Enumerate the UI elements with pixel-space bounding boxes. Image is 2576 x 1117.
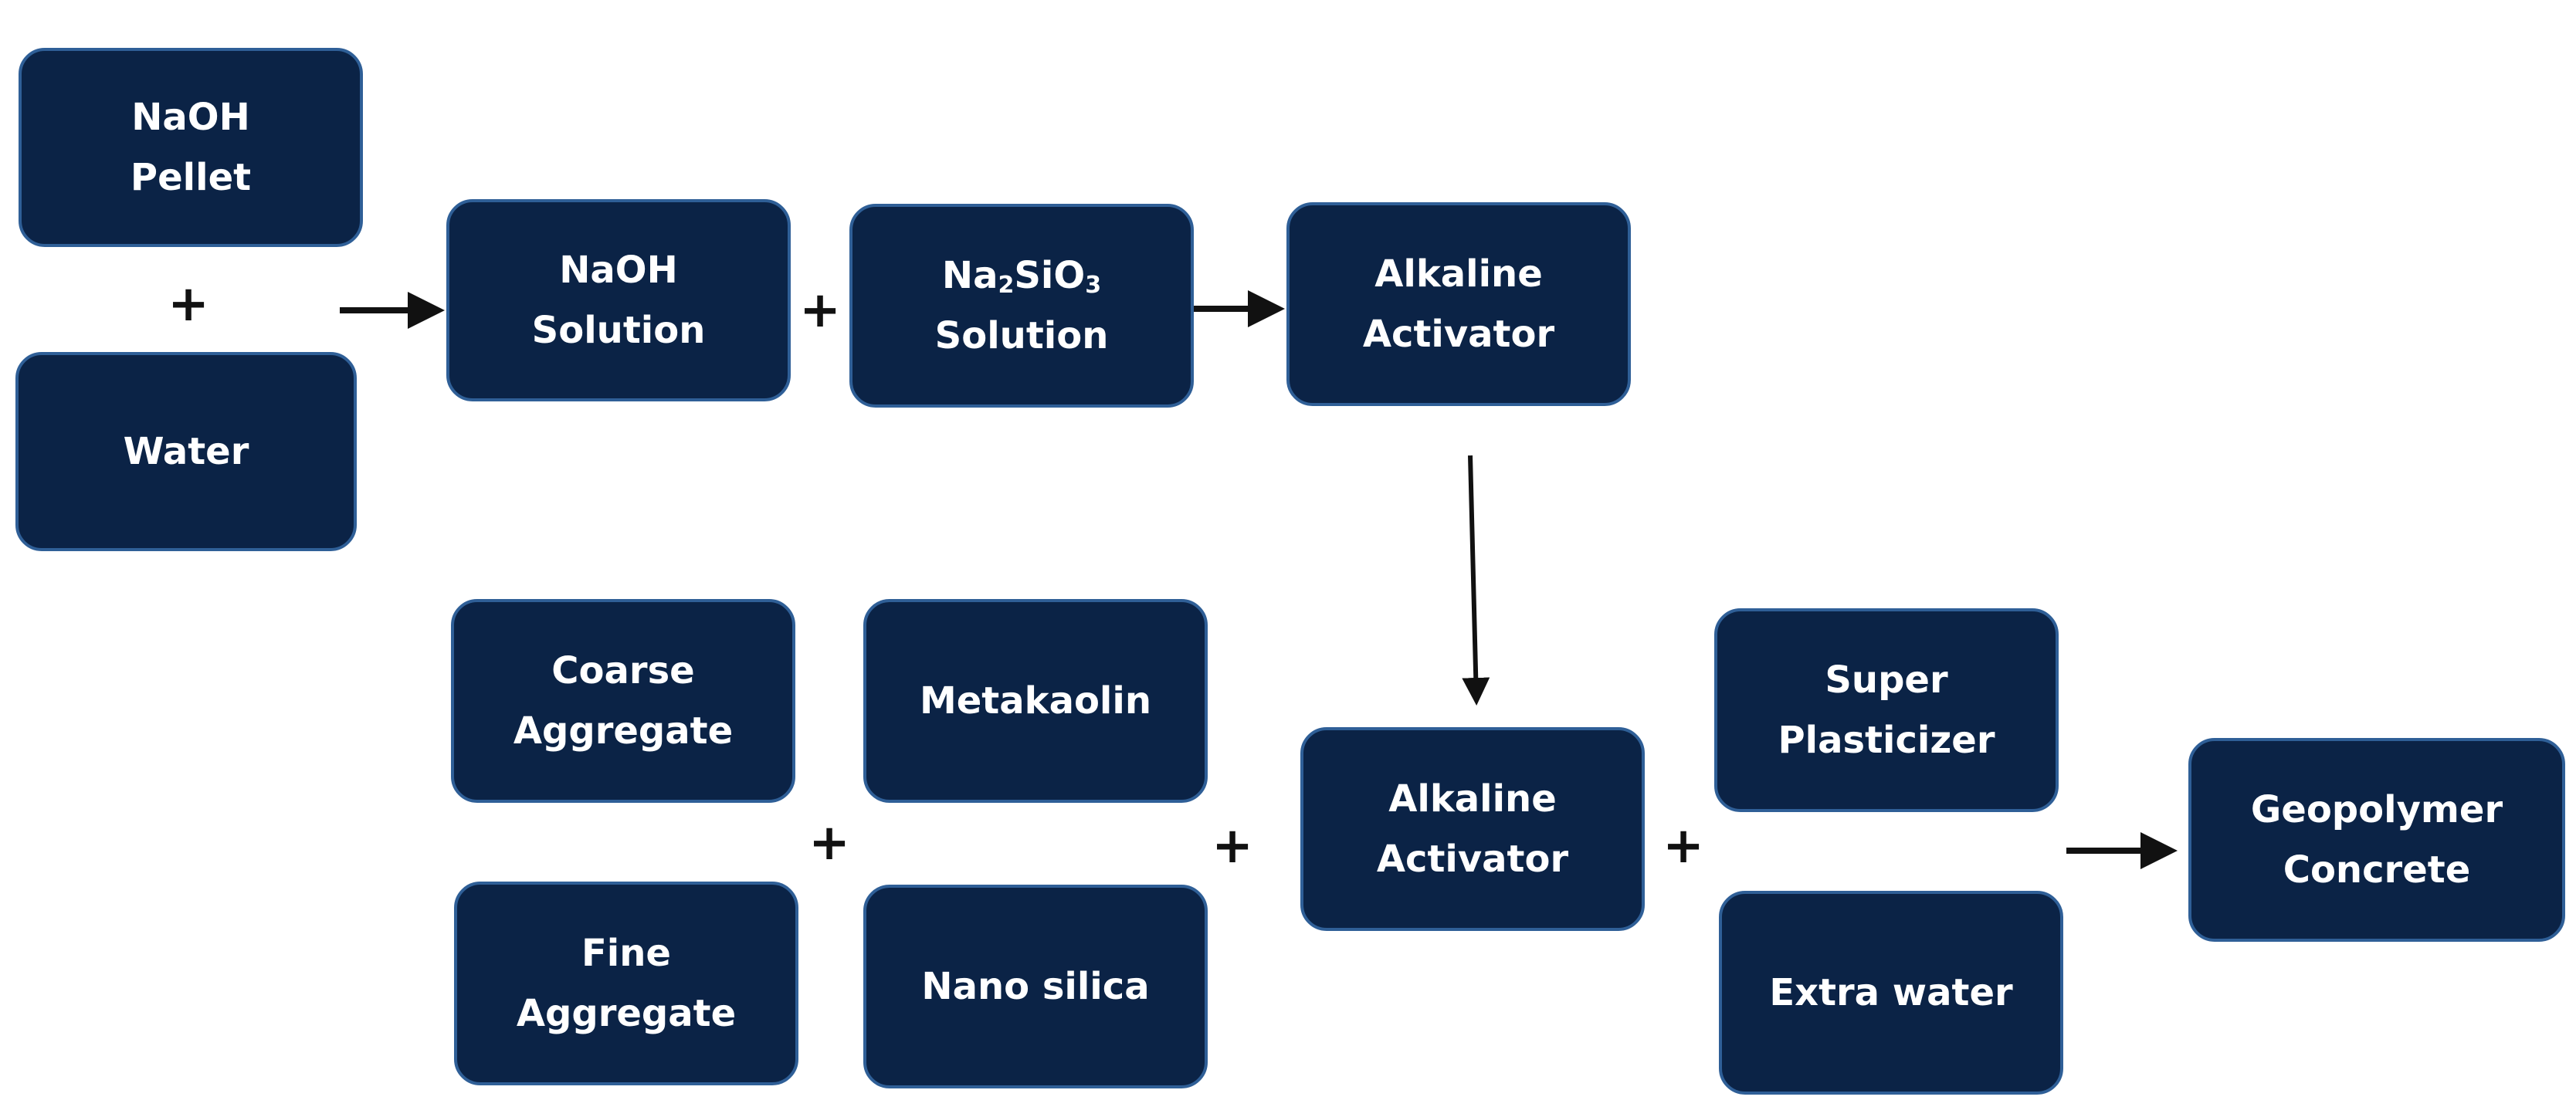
extra-water-label: Extra water xyxy=(1769,971,2013,1014)
naoh-solution-line2: Solution xyxy=(531,309,706,352)
plus-sign: + xyxy=(799,282,841,339)
nano-silica-box: Nano silica xyxy=(863,885,1208,1088)
extra-water-box: Extra water xyxy=(1719,891,2063,1095)
coarse-aggregate-line1: Coarse xyxy=(551,649,695,692)
fine-aggregate-line1: Fine xyxy=(581,932,671,975)
na2sio3-formula: Na2SiO3 xyxy=(942,245,1101,306)
coarse-aggregate-box: Coarse Aggregate xyxy=(451,599,795,803)
na2sio3-prefix: Na xyxy=(941,254,998,297)
na2sio3-sub1: 2 xyxy=(998,272,1015,299)
water-box: Water xyxy=(15,352,357,551)
plus-sign: + xyxy=(1663,817,1704,875)
alkaline-activator-bottom-line2: Activator xyxy=(1376,838,1569,881)
alkaline-activator-bottom-line1: Alkaline xyxy=(1388,777,1557,821)
naoh-pellet-box: NaOH Pellet xyxy=(19,48,363,247)
coarse-aggregate-line2: Aggregate xyxy=(513,709,734,753)
alkaline-activator-top-line2: Activator xyxy=(1362,313,1555,356)
plus-sign: + xyxy=(168,276,209,333)
alkaline-activator-top-line1: Alkaline xyxy=(1374,252,1543,296)
alkaline-activator-top-box: Alkaline Activator xyxy=(1286,202,1631,406)
geopolymer-concrete-line1: Geopolymer xyxy=(2250,788,2503,831)
naoh-pellet-line2: Pellet xyxy=(130,156,252,199)
alkaline-activator-bottom-box: Alkaline Activator xyxy=(1300,727,1645,931)
na2sio3-solution-box: Na2SiO3 Solution xyxy=(849,204,1194,408)
super-plasticizer-line2: Plasticizer xyxy=(1778,719,1995,762)
super-plasticizer-line1: Super xyxy=(1825,658,1948,702)
na2sio3-mid: SiO xyxy=(1014,254,1086,297)
metakaolin-box: Metakaolin xyxy=(863,599,1208,803)
plus-sign: + xyxy=(1212,817,1253,875)
na2sio3-sub2: 3 xyxy=(1085,272,1102,299)
naoh-solution-box: NaOH Solution xyxy=(446,199,791,401)
plus-sign: + xyxy=(808,814,850,872)
na2sio3-solution-line2: Solution xyxy=(934,314,1109,357)
arrow-down-to-mix xyxy=(1462,455,1490,706)
water-label: Water xyxy=(123,430,249,473)
super-plasticizer-box: Super Plasticizer xyxy=(1714,608,2059,812)
metakaolin-label: Metakaolin xyxy=(919,679,1152,723)
fine-aggregate-line2: Aggregate xyxy=(516,992,737,1035)
nano-silica-label: Nano silica xyxy=(921,965,1150,1008)
geopolymer-concrete-line2: Concrete xyxy=(2283,848,2471,892)
naoh-pellet-line1: NaOH xyxy=(131,96,250,139)
naoh-solution-line1: NaOH xyxy=(559,249,678,292)
geopolymer-concrete-box: Geopolymer Concrete xyxy=(2188,738,2565,942)
fine-aggregate-box: Fine Aggregate xyxy=(454,882,798,1085)
